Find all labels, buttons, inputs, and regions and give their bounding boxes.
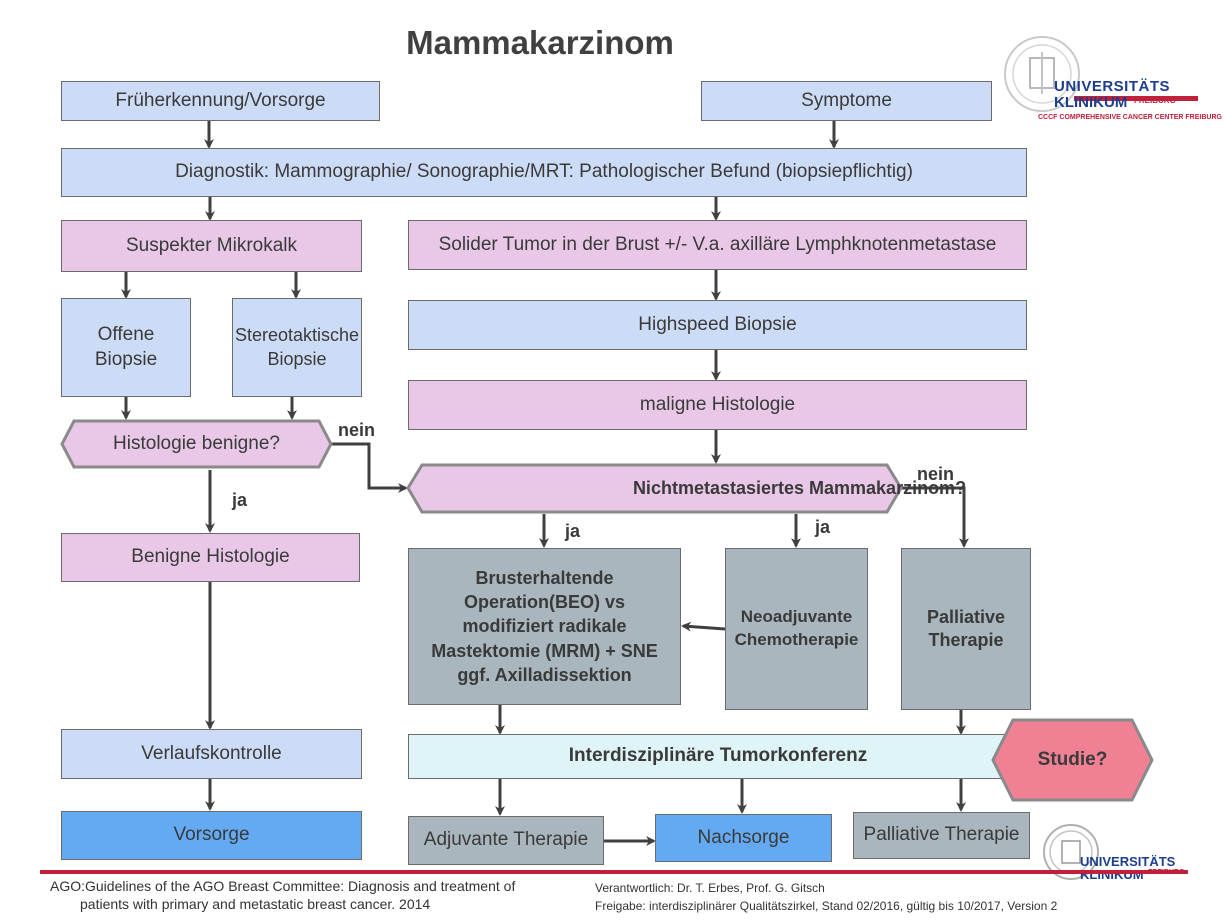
edge-label-ja-1: ja: [232, 490, 248, 510]
node-solider-tumor-label: Solider Tumor in der Brust +/- V.a. axil…: [438, 233, 997, 255]
node-highspeed-label: Highspeed Biopsie: [638, 313, 797, 335]
decision-nichtmetastasiert-label: Nichtmetastasiertes Mammakarzinom?: [632, 477, 967, 498]
node-nachsorge-label: Nachsorge: [697, 826, 790, 848]
node-mikrokalk: Suspekter Mikrokalk: [61, 220, 362, 272]
node-diagnostik: Diagnostik: Mammographie/ Sonographie/MR…: [61, 148, 1027, 197]
edge-label-ja-2: ja: [565, 521, 581, 541]
footer-rule: [40, 870, 1186, 874]
node-neoadjuvant-label: Neoadjuvante Chemotherapie: [734, 607, 859, 649]
page-title: Mammakarzinom: [406, 24, 674, 61]
decision-studie: Studie?: [991, 718, 1154, 802]
node-frueherkennung-label: Früherkennung/Vorsorge: [115, 89, 326, 111]
logo-line2: KLINIKUM: [1054, 94, 1128, 111]
decision-nichtmetastasiert: Nichtmetastasiertes Mammakarzinom?: [406, 463, 966, 514]
edge-label-ja-3: ja: [815, 517, 831, 537]
node-benigne-histologie-label: Benigne Histologie: [131, 546, 290, 568]
node-beo: Brusterhaltende Operation(BEO) vs modifi…: [408, 548, 681, 705]
footer-reference: AGO:Guidelines of the AGO Breast Committ…: [50, 877, 590, 913]
node-solider-tumor: Solider Tumor in der Brust +/- V.a. axil…: [408, 220, 1027, 270]
edge-label-nein-2: nein: [917, 464, 955, 484]
node-maligne: maligne Histologie: [408, 380, 1027, 430]
node-diagnostik-label: Diagnostik: Mammographie/ Sonographie/MR…: [175, 161, 913, 183]
node-symptome: Symptome: [701, 81, 992, 121]
decision-studie-label: Studie?: [1037, 748, 1108, 770]
node-offene-biopsie: Offene Biopsie: [61, 298, 191, 397]
node-palliative-therapie-2-label: Palliative Therapie: [863, 824, 1020, 846]
node-palliativ-therapie: Palliative Therapie: [901, 548, 1031, 710]
logo-bottom-line1: UNIVERSITÄTS: [1080, 854, 1176, 869]
footer-reference-line2: patients with primary and metastatic bre…: [80, 896, 431, 913]
logo-freiburg: FREIBURG: [1134, 96, 1176, 105]
node-verlaufskontrolle-label: Verlaufskontrolle: [141, 742, 282, 764]
footer-responsible: Verantwortlich: Dr. T. Erbes, Prof. G. G…: [595, 881, 825, 895]
edge-label-nein-1: nein: [338, 420, 376, 440]
node-nachsorge: Nachsorge: [655, 814, 832, 862]
node-tumorkonferenz-label: Interdisziplinäre Tumorkonferenz: [568, 745, 868, 767]
node-stereo-biopsie-label: Stereotaktische Biopsie: [234, 325, 360, 369]
node-vorsorge-label: Vorsorge: [173, 824, 250, 846]
node-verlaufskontrolle: Verlaufskontrolle: [61, 729, 362, 779]
node-beo-label: Brusterhaltende Operation(BEO) vs modifi…: [431, 567, 658, 685]
node-frueherkennung: Früherkennung/Vorsorge: [61, 81, 380, 121]
footer-reference-line1: AGO:Guidelines of the AGO Breast Committ…: [50, 878, 516, 894]
footer-release: Freigabe: interdisziplinärer Qualitätszi…: [595, 899, 1058, 913]
logo-cccf: CCCF COMPREHENSIVE CANCER CENTER FREIBUR…: [1038, 114, 1222, 121]
node-mikrokalk-label: Suspekter Mikrokalk: [125, 234, 298, 256]
node-highspeed: Highspeed Biopsie: [408, 300, 1027, 350]
node-adjuvant-label: Adjuvante Therapie: [423, 829, 589, 851]
node-maligne-label: maligne Histologie: [639, 393, 796, 415]
node-adjuvant: Adjuvante Therapie: [408, 816, 604, 865]
seal-icon: [1004, 36, 1198, 112]
node-tumorkonferenz: Interdisziplinäre Tumorkonferenz: [408, 734, 1028, 779]
university-logo-bottom: UNIVERSITÄTS KLINIKUM FREIBURG: [1042, 824, 1192, 884]
decision-histologie-benigne-label: Histologie benigne?: [113, 432, 280, 454]
university-logo-top: UNIVERSITÄTS KLINIKUM FREIBURG CCCF COMP…: [1004, 34, 1222, 129]
node-neoadjuvant: Neoadjuvante Chemotherapie: [725, 548, 868, 710]
logo-line1: UNIVERSITÄTS: [1054, 78, 1171, 95]
decision-histologie-benigne: Histologie benigne?: [60, 419, 333, 469]
node-palliative-therapie-2: Palliative Therapie: [853, 812, 1030, 859]
node-stereo-biopsie: Stereotaktische Biopsie: [232, 298, 362, 397]
node-palliativ-therapie-label: Palliative Therapie: [926, 606, 1006, 650]
node-offene-biopsie-label: Offene Biopsie: [94, 323, 158, 370]
node-symptome-label: Symptome: [801, 89, 892, 111]
node-vorsorge: Vorsorge: [61, 811, 362, 860]
node-benigne-histologie: Benigne Histologie: [61, 533, 360, 582]
